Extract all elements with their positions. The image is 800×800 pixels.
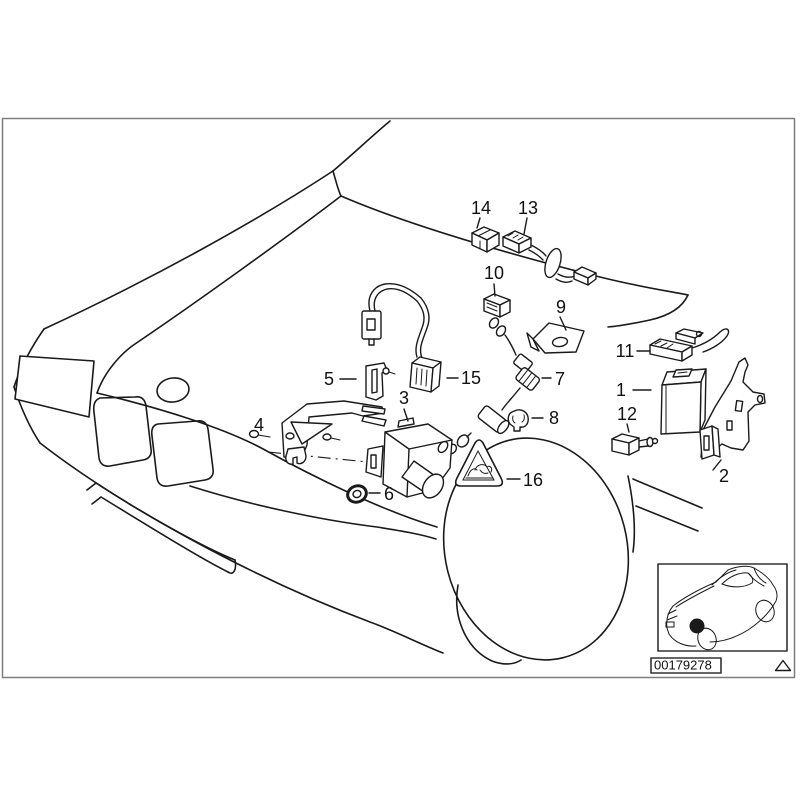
part-11-harness (649, 328, 730, 362)
callout-12[interactable]: 12 (617, 404, 637, 424)
part-2-bracket (699, 357, 766, 460)
callout-6[interactable]: 6 (384, 484, 394, 504)
callout-8[interactable]: 8 (549, 408, 559, 428)
car-outline (13, 120, 703, 665)
thumbnail-car-outline (665, 565, 778, 651)
callout-3[interactable]: 3 (399, 388, 409, 408)
callout-15[interactable]: 15 (461, 368, 481, 388)
part-6-grommet (346, 484, 368, 504)
part-4-bracket (248, 400, 387, 465)
callout-leader-3 (403, 408, 409, 422)
callout-13[interactable]: 13 (518, 198, 538, 218)
triangle-marker-icon (774, 659, 792, 672)
callout-4[interactable]: 4 (254, 415, 264, 435)
callout-9[interactable]: 9 (556, 297, 566, 317)
part-13-harness (502, 230, 597, 286)
callout-11[interactable]: 11 (616, 341, 635, 361)
kidney-grille-right (150, 420, 214, 487)
part-number-stamp: 00179278 (654, 658, 712, 673)
warning-triangle-icon (454, 439, 504, 487)
part-15-sensor-cable (361, 283, 430, 359)
part-8-clip (507, 409, 529, 432)
part-10-switch (483, 293, 511, 318)
part-15-connector (409, 356, 442, 393)
part-5-bracket (365, 362, 396, 401)
callout-5[interactable]: 5 (324, 369, 334, 389)
stamp-block: 00179278 (650, 657, 792, 674)
callout-7[interactable]: 7 (555, 369, 565, 389)
callout-leader-9 (559, 316, 567, 331)
headlight-shape (14, 355, 95, 418)
part-1-control-module (660, 368, 707, 435)
kidney-grille-left (92, 396, 152, 467)
callout-leader-13 (523, 217, 528, 235)
callout-16[interactable]: 16 (523, 470, 543, 490)
part-3-actuator (365, 417, 453, 499)
part-12-switch (611, 433, 659, 456)
callout-leader-2 (712, 459, 722, 471)
hood-roundel (156, 377, 190, 403)
callout-leader-12 (626, 423, 630, 433)
vehicle-thumbnail (657, 563, 788, 652)
wheel-arch (442, 437, 630, 661)
callout-2[interactable]: 2 (719, 466, 729, 486)
part-7-cable (440, 317, 541, 458)
callout-14[interactable]: 14 (471, 198, 491, 218)
part-14-connector (471, 226, 500, 253)
callout-leader-10 (493, 283, 496, 297)
callout-leader-14 (476, 217, 481, 229)
part-9-bracket (526, 322, 585, 354)
callout-10[interactable]: 10 (484, 263, 504, 283)
location-dot (689, 618, 705, 634)
callout-1[interactable]: 1 (616, 380, 626, 400)
wheel-edge (456, 584, 522, 665)
diagram-frame (1, 117, 796, 679)
